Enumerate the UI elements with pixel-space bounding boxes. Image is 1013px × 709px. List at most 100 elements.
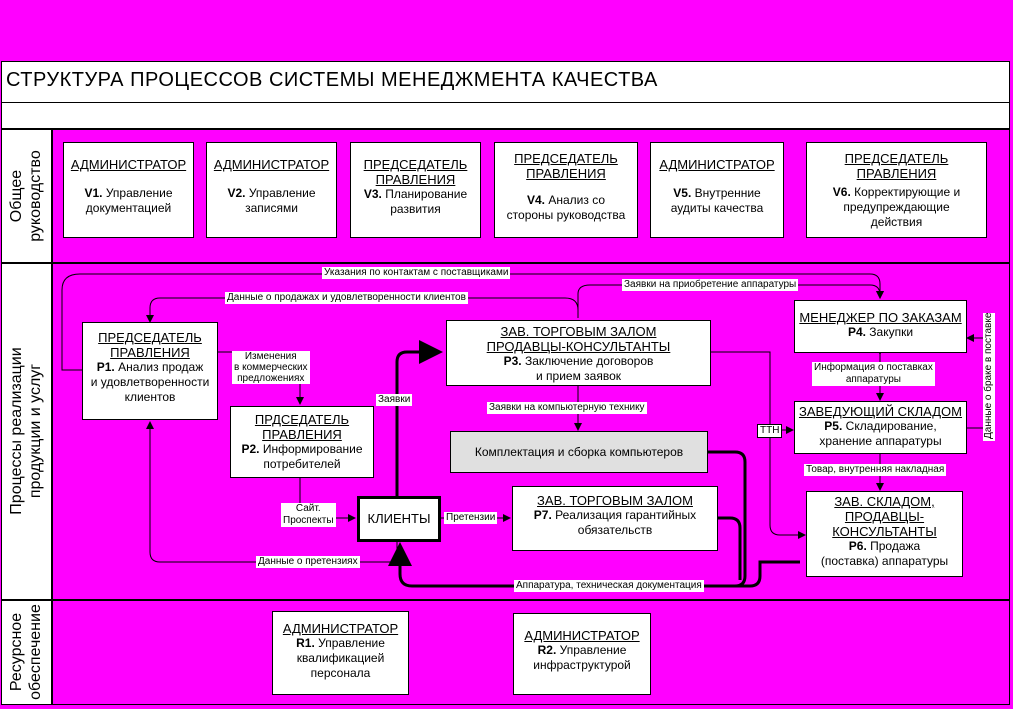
flow-defect-data-line (965, 334, 986, 429)
flow-label-requests: Заявки (376, 394, 413, 406)
flow-claims-data-line (146, 421, 398, 563)
process-p2: ПРДСЕДАТЕЛЬ ПРАВЛЕНИЯ P2. Информирование… (230, 406, 374, 478)
side-cell-realization (1, 263, 52, 600)
clients-box: КЛИЕНТЫ (357, 496, 441, 542)
process-v6-role2: ПРАВЛЕНИЯ (856, 166, 937, 181)
process-v2-role: АДМИНИСТРАТОР (213, 157, 330, 172)
process-r2-code: R2. (537, 643, 557, 657)
process-v2: АДМИНИСТРАТОР V2. Управление записями (206, 142, 337, 238)
title-bar (1, 61, 1010, 103)
process-p2-text1: Информирование (262, 442, 363, 456)
process-v6: ПРЕДСЕДАТЕЛЬ ПРАВЛЕНИЯ V6. Корректирующи… (806, 142, 987, 238)
assembly-box: Комплектация и сборка компьютеров (450, 431, 708, 473)
process-v4-text2: стороны руководства (506, 208, 626, 222)
flow-label-equipment-requests: Заявки на приобретение аппаратуры (622, 279, 799, 291)
region-resource (52, 600, 1010, 705)
process-p7-role: ЗАВ. ТОРГОВЫМ ЗАЛОМ (537, 493, 693, 508)
flow-label-offer-changes-1: Изменения (244, 351, 297, 362)
flow-label-claims-data: Данные о претензиях (256, 556, 360, 568)
process-p5: ЗАВЕДУЮЩИЙ СКЛАДОМ P5. Складирование, хр… (794, 401, 967, 454)
process-v3: ПРЕДСЕДАТЕЛЬ ПРАВЛЕНИЯ V3. Планирование … (350, 142, 481, 238)
process-p2-code: P2. (241, 442, 260, 456)
flow-assembly-line (708, 450, 747, 588)
process-p4-code: P4. (847, 325, 866, 339)
process-p1-text1: Анализ продаж (118, 360, 204, 374)
process-r1: АДМИНИСТРАТОР R1. Управление квалификаци… (272, 611, 409, 695)
process-r1-role: АДМИНИСТРАТОР (282, 621, 399, 636)
process-p1-code: P1. (96, 360, 115, 374)
process-v6-text2: предупреждающие (843, 200, 950, 214)
region-realization (52, 263, 1010, 600)
process-p6-role3: КОНСУЛЬТАНТЫ (832, 524, 937, 539)
flow-requests-line (395, 340, 443, 496)
process-p5-code: P5. (824, 419, 843, 433)
process-v1-role: АДМИНИСТРАТОР (70, 157, 187, 172)
process-p7: ЗАВ. ТОРГОВЫМ ЗАЛОМ P7. Реализация гаран… (512, 486, 718, 551)
process-p6-code: P6. (848, 539, 867, 553)
process-v4: ПРЕДСЕДАТЕЛЬ ПРАВЛЕНИЯ V4. Анализ со сто… (494, 142, 638, 238)
process-v4-role2: ПРАВЛЕНИЯ (526, 166, 606, 181)
flow-label-claims: Претензии (444, 512, 498, 524)
side-cell-resource (1, 600, 52, 705)
process-r2-text1: Управление (559, 643, 627, 657)
process-v3-text1: Планирование (385, 187, 468, 201)
process-p5-text2: хранение аппаратуры (819, 434, 942, 448)
flow-label-ttn: ТТН (757, 424, 783, 438)
process-p1: ПРЕДСЕДАТЕЛЬ ПРАВЛЕНИЯ P1. Анализ продаж… (82, 322, 218, 420)
process-p4-role: МЕНЕДЖЕР ПО ЗАКАЗАМ (799, 310, 962, 325)
process-p1-role1: ПРЕДСЕДАТЕЛЬ (98, 330, 202, 345)
process-p3-role2: ПРОДАВЦЫ-КОНСУЛЬТАНТЫ (486, 339, 671, 354)
subtitle-bar (1, 103, 1010, 129)
process-v5-text2: аудиты качества (670, 201, 764, 215)
flow-label-equipment-docs: Аппаратура, техническая документация (514, 580, 704, 592)
process-p2-role1: ПРДСЕДАТЕЛЬ (254, 412, 350, 427)
process-p1-text3: клиентов (124, 390, 176, 404)
flow-label-site: Сайт. Проспекты (281, 503, 336, 527)
process-v5-role: АДМИНИСТРАТОР (659, 157, 775, 172)
process-r2-role: АДМИНИСТРАТОР (524, 628, 640, 643)
process-p6-text2: (поставка) аппаратуры (820, 554, 949, 568)
flow-label-offer-changes-2: в коммерческих (234, 362, 308, 373)
process-r1-text2: квалификацией (296, 651, 385, 665)
process-v6-text1: Корректирующие и (854, 185, 961, 199)
region-general (52, 129, 1010, 263)
process-p3-text1: Заключение договоров (524, 354, 654, 368)
process-p6: ЗАВ. СКЛАДОМ, ПРОДАВЦЫ- КОНСУЛЬТАНТЫ P6.… (806, 491, 963, 577)
process-r2-text2: инфраструктурой (533, 658, 631, 672)
process-p6-role1: ЗАВ. СКЛАДОМ, (834, 494, 935, 509)
flow-label-goods: Товар, внутренняя накладная (804, 464, 947, 476)
process-v6-role1: ПРЕДСЕДАТЕЛЬ (844, 151, 949, 166)
process-p3-text2: и прием заявок (535, 369, 621, 383)
process-p3-role1: ЗАВ. ТОРГОВЫМ ЗАЛОМ (500, 324, 657, 339)
flow-supplier-contacts-line (61, 273, 884, 371)
process-r1-text3: персонала (310, 666, 371, 680)
process-v6-text3: действия (870, 215, 923, 229)
process-v2-code: V2. (227, 186, 246, 200)
process-v1-code: V1. (84, 186, 103, 200)
process-p5-role: ЗАВЕДУЮЩИЙ СКЛАДОМ (798, 404, 963, 419)
flow-label-site-2: Проспекты (283, 515, 334, 526)
process-p5-text1: Складирование, (845, 419, 937, 433)
flow-equipment-docs-line (388, 542, 800, 588)
process-p6-text1: Продажа (870, 539, 921, 553)
flow-label-offer-changes-3: предложениях (237, 373, 305, 384)
process-v4-code: V4. (526, 193, 545, 207)
side-cell-general (1, 129, 52, 263)
process-p7-text1: Реализация гарантийных (555, 508, 697, 522)
flow-label-sales-data: Данные о продажах и удовлетворенности кл… (225, 292, 468, 304)
process-v3-code: V3. (363, 187, 382, 201)
process-p7-code: P7. (533, 508, 552, 522)
process-p3: ЗАВ. ТОРГОВЫМ ЗАЛОМ ПРОДАВЦЫ-КОНСУЛЬТАНТ… (446, 320, 711, 386)
process-v6-code: V6. (832, 185, 851, 199)
flow-label-supply-info-2: аппаратуры (845, 374, 901, 385)
process-p3-code: P3. (503, 354, 522, 368)
process-v4-role1: ПРЕДСЕДАТЕЛЬ (514, 151, 618, 166)
process-v4-text1: Анализ со (548, 193, 605, 207)
process-r2: АДМИНИСТРАТОР R2. Управление инфраструкт… (513, 613, 651, 695)
process-p6-role2: ПРОДАВЦЫ- (844, 509, 925, 524)
process-v5: АДМИНИСТРАТОР V5. Внутренние аудиты каче… (650, 142, 784, 238)
clients-label: КЛИЕНТЫ (367, 511, 431, 526)
process-v2-text1: Управление (248, 186, 316, 200)
assembly-label: Комплектация и сборка компьютеров (474, 445, 684, 459)
flow-label-supply-info: Информация о поставках аппаратуры (812, 362, 935, 386)
